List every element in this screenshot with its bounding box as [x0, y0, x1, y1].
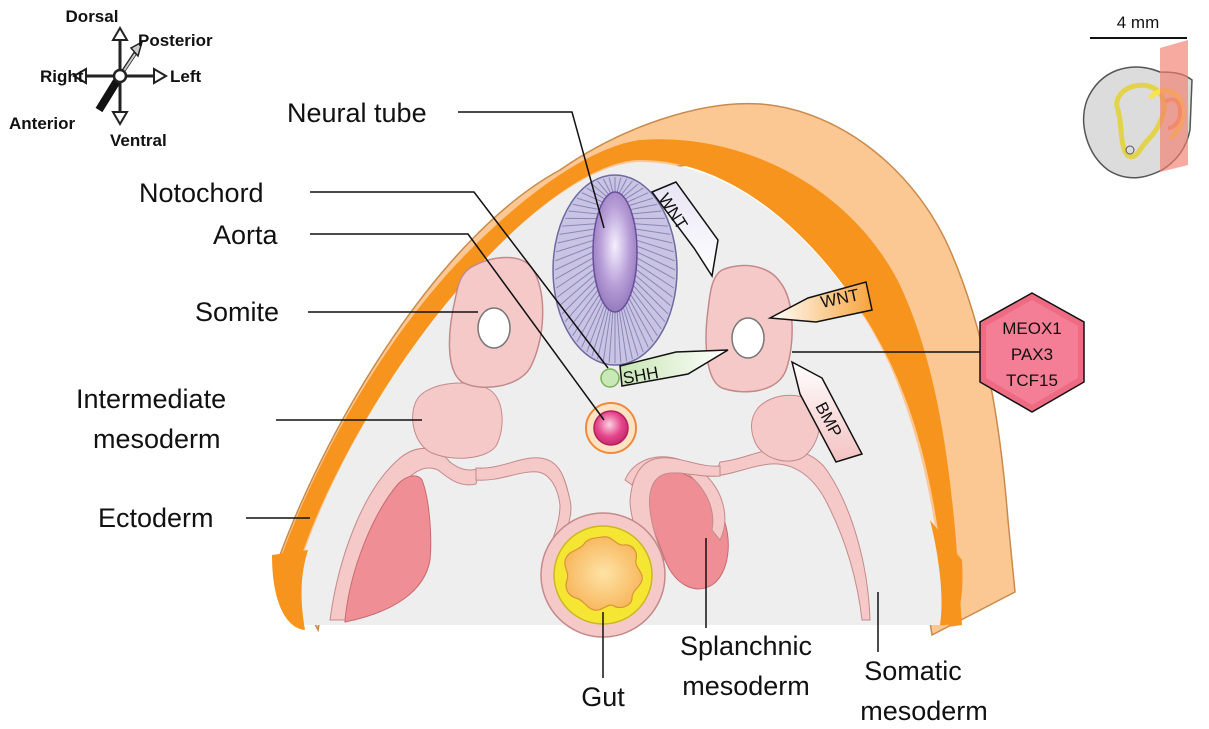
ventral-label: Ventral [110, 131, 167, 150]
anterior-label: Anterior [9, 114, 76, 133]
somite-label: Somite [195, 297, 279, 327]
notochord-label: Notochord [139, 178, 264, 208]
ectoderm-label: Ectoderm [98, 503, 214, 533]
right-label: Right [40, 67, 84, 86]
neural-tube-label: Neural tube [287, 98, 427, 128]
aorta [594, 411, 628, 445]
left-label: Left [170, 67, 202, 86]
splanchnic-mesoderm-label-1: Splanchnic [680, 631, 812, 661]
notochord [601, 369, 619, 387]
somatic-mesoderm-label-2: mesoderm [860, 696, 988, 726]
gut-label: Gut [581, 682, 625, 712]
somatic-mesoderm-label-1: Somatic [864, 656, 962, 686]
splanchnic-mesoderm-label-2: mesoderm [682, 671, 810, 701]
scale-bar-label: 4 mm [1117, 13, 1160, 32]
orientation-compass: Dorsal Posterior Right Left Anterior Ven… [9, 7, 213, 150]
gene-meox1: MEOX1 [1002, 319, 1062, 338]
dorsal-label: Dorsal [66, 7, 119, 26]
posterior-label: Posterior [138, 31, 213, 50]
gene-hexagon: MEOX1 PAX3 TCF15 [980, 293, 1084, 412]
aorta-label: Aorta [213, 220, 279, 250]
section-plane [1160, 40, 1188, 172]
left-somite-cavity [478, 308, 510, 348]
gene-tcf15: TCF15 [1006, 371, 1058, 390]
right-somite-cavity [732, 318, 764, 358]
gene-pax3: PAX3 [1011, 345, 1053, 364]
left-intermediate-mesoderm [413, 383, 502, 458]
embryo-inset: 4 mm [1084, 13, 1192, 178]
intermediate-mesoderm-label-2: mesoderm [93, 424, 221, 454]
intermediate-mesoderm-label-1: Intermediate [76, 384, 226, 414]
